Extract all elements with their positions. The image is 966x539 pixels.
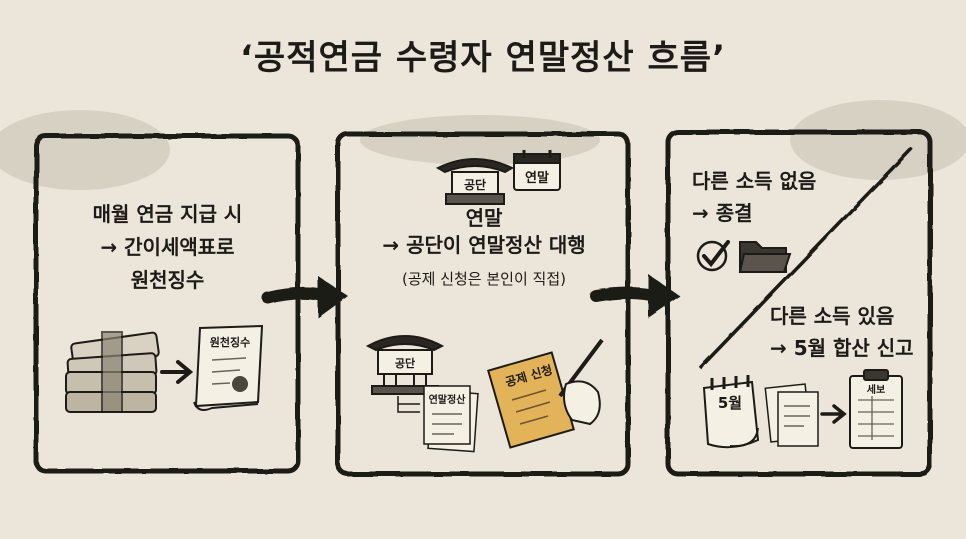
- deduction-form-icon: [487, 351, 575, 449]
- branch-a-line-1: 다른 소득 없음: [692, 169, 817, 193]
- arrow-docs-to-clipboard: [820, 404, 847, 424]
- arrow-cash-to-doc: [160, 360, 194, 384]
- cash-stack-icon: [65, 331, 160, 413]
- withholding-doc-label: 원천징수: [210, 335, 250, 349]
- panel-3-branch-other-income: 다른 소득 있음 → 5월 합산 신고: [770, 300, 914, 364]
- panel-3-diagonal-divider: [698, 146, 914, 370]
- year-end-doc-label: 연말정산: [429, 393, 467, 406]
- withholding-scroll-icon: [193, 324, 264, 411]
- agency-gate-icon: [435, 158, 515, 205]
- tax-return-clipboard-icon: [849, 369, 903, 449]
- panel-3-branch-no-income: 다른 소득 없음 → 종결: [692, 165, 816, 229]
- panel-1-line-2: → 간이세액표로: [100, 235, 235, 259]
- panel-1-text: 매월 연금 지급 시 → 간이세액표로 원천징수: [40, 198, 295, 297]
- branch-b-line-1: 다른 소득 있음: [770, 304, 895, 328]
- folder-icon: [738, 241, 792, 273]
- branch-a-line-2: → 종결: [692, 201, 753, 225]
- agency-sign-label: 공단: [464, 177, 486, 192]
- panel-2-note: (공제 신청은 본인이 직접): [401, 270, 566, 288]
- ink-wash-background: [0, 100, 966, 190]
- brush-arrow-2: [590, 274, 680, 318]
- panel-1-frame: [33, 133, 301, 474]
- calendar-icon: [513, 150, 561, 191]
- panel-1-line-1: 매월 연금 지급 시: [92, 202, 243, 226]
- agency-building-icon: [365, 335, 445, 395]
- calendar-label: 연말: [525, 171, 549, 186]
- diagram-title: ‘공적연금 수령자 연말정산 흐름’: [240, 38, 726, 78]
- hand-with-pen-icon: [558, 338, 604, 426]
- branch-b-line-2: → 5월 합산 신고: [770, 336, 914, 360]
- clipboard-label: 세보: [867, 383, 885, 396]
- panel-2-line-1: 연말: [465, 206, 503, 230]
- may-calendar-label: 5월: [718, 394, 742, 412]
- income-docs-icon: [764, 383, 819, 447]
- connector-building-to-docs: [397, 396, 420, 413]
- may-calendar-icon: [702, 375, 760, 449]
- panel-2-text: 연말 → 공단이 연말정산 대행: [345, 205, 623, 259]
- panel-2-frame: [335, 131, 631, 477]
- panel-1-line-3: 원천징수: [130, 268, 205, 292]
- agency-building-label: 공단: [395, 356, 415, 370]
- brush-arrow-1: [262, 276, 348, 318]
- panel-2-line-2: → 공단이 연말정산 대행: [382, 233, 586, 257]
- year-end-docs-icon: [423, 385, 479, 453]
- check-icon: [696, 240, 730, 272]
